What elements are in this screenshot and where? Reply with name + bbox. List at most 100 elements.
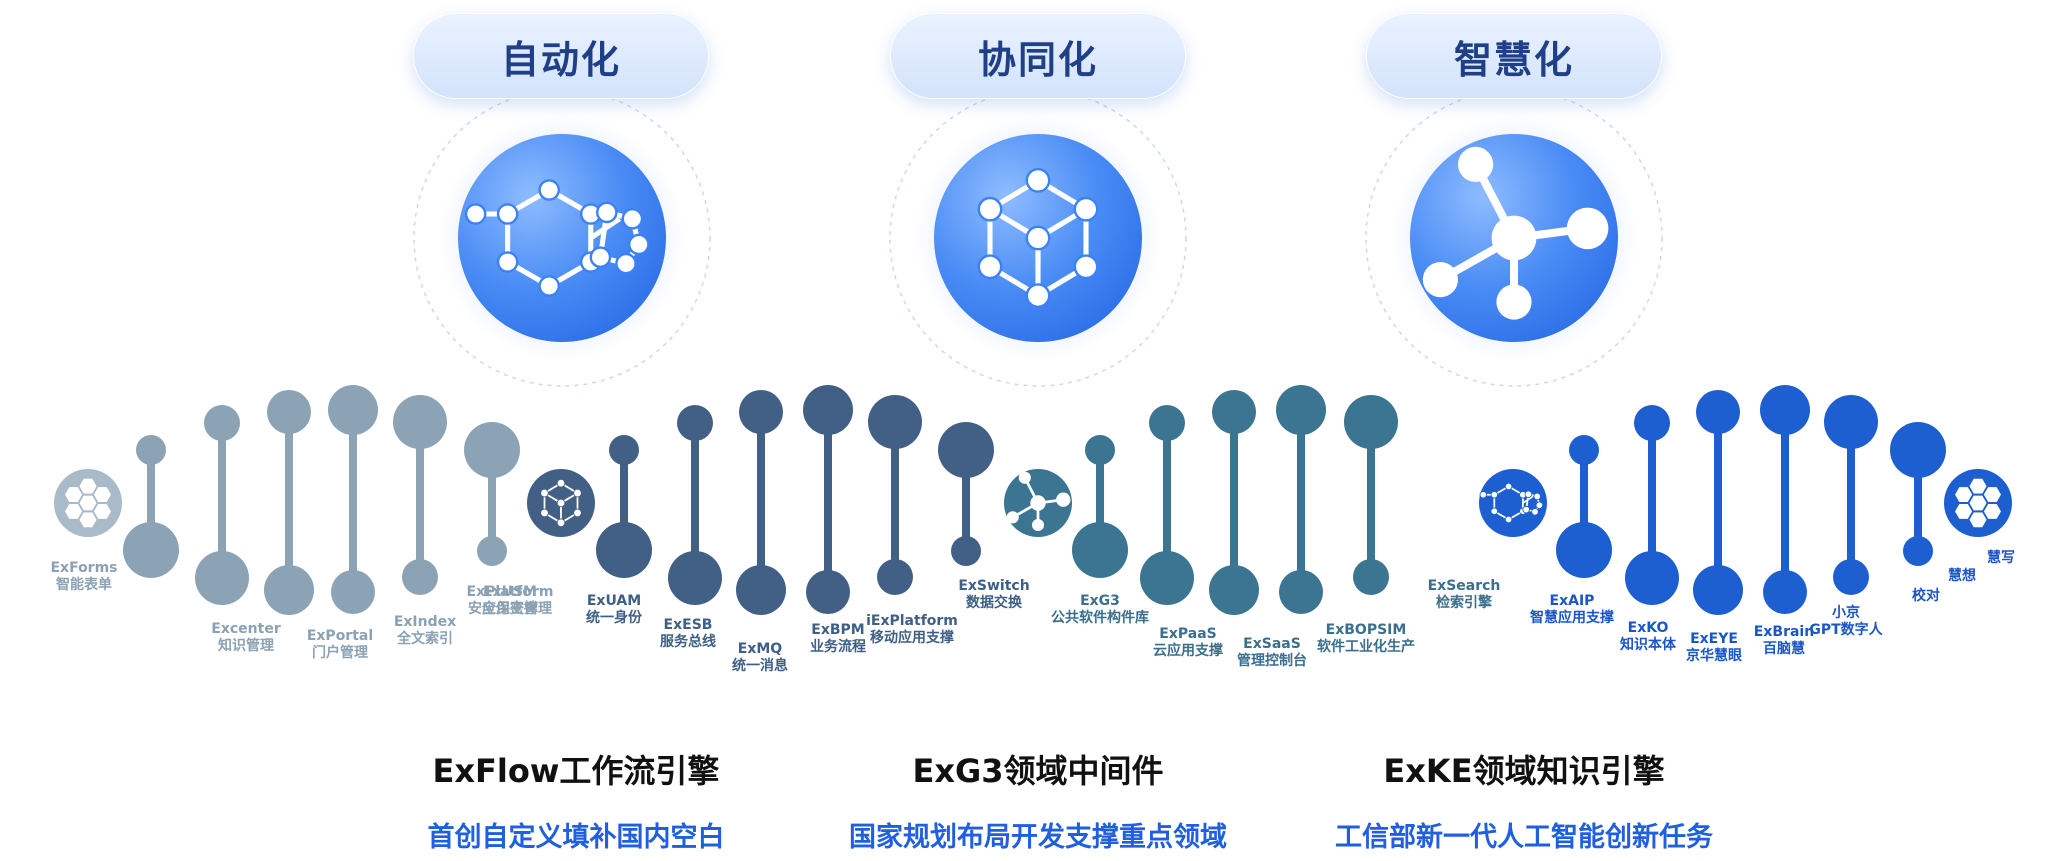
category-node: [889, 89, 1187, 720]
product-name: 京华慧眼: [1686, 648, 1742, 664]
product-bottom-dot: [477, 536, 507, 566]
product-bottom-dot: [1279, 570, 1323, 614]
product-name: 管理控制台: [1237, 653, 1307, 669]
product-bottom-dot: [1556, 522, 1612, 578]
product-top-dot: [609, 435, 639, 465]
product-top-dot: [136, 435, 166, 465]
product-top-dot: [1276, 385, 1326, 435]
engine-subtitle: 首创自定义填补国内空白: [427, 822, 725, 853]
hub-network-icon: [1006, 471, 1071, 532]
product-name: 应用支撑: [482, 601, 538, 617]
product-node: [1693, 390, 1743, 615]
hub-circle: [1479, 469, 1547, 537]
product-bottom-dot: [668, 551, 722, 605]
product-name: 业务流程: [810, 639, 866, 655]
product-bottom-dot: [1763, 570, 1807, 614]
product-top-dot: [1344, 395, 1398, 449]
product-code: ExEYE: [1690, 631, 1738, 647]
product-top-dot: [1569, 435, 1599, 465]
product-code: ExBOPSIM: [1325, 622, 1407, 638]
product-top-dot: [1824, 395, 1878, 449]
engine-name: ExG3领域中间件: [912, 752, 1164, 790]
category-pill-automation: 自动化: [413, 13, 709, 99]
product-top-dot: [868, 395, 922, 449]
product-code: ExPlatform: [466, 584, 554, 600]
orbit-ring: [413, 89, 711, 387]
product-code: 小京: [1832, 605, 1860, 621]
product-bottom-dot: [806, 570, 850, 614]
molecule-ring-icon: [464, 179, 650, 297]
product-code: ExForms: [50, 560, 118, 576]
product-top-dot: [803, 385, 853, 435]
engine-subtitle: 工信部新一代人工智能创新任务: [1335, 822, 1713, 853]
product-name: 全文索引: [396, 631, 453, 647]
product-label: 慧写: [1987, 550, 2015, 567]
product-bottom-dot: [1903, 536, 1933, 566]
product-name: 校对: [1912, 588, 1940, 604]
product-name: 统一消息: [732, 658, 788, 674]
product-node: [264, 390, 314, 615]
product-bottom-dot: [1072, 522, 1128, 578]
product-code: ExSwitch: [958, 578, 1030, 594]
group-hub: [527, 469, 595, 537]
orbit-ring: [1365, 89, 1663, 387]
product-code: ExG3: [1080, 593, 1120, 609]
product-node: [1209, 390, 1259, 615]
product-bottom-dot: [331, 570, 375, 614]
product-group: [1479, 385, 2012, 615]
product-label: 校对: [1912, 588, 1940, 605]
product-node: [938, 422, 994, 566]
category-node: [413, 89, 711, 720]
product-node: [464, 422, 520, 566]
product-name: 慧写: [1987, 550, 2015, 566]
product-node: [1760, 385, 1810, 614]
product-code: ExSaaS: [1243, 636, 1301, 652]
product-top-dot: [1634, 405, 1670, 441]
product-node: [328, 385, 378, 614]
product-bottom-dot: [951, 536, 981, 566]
product-top-dot: [1149, 405, 1185, 441]
product-node: [868, 395, 922, 595]
network-cube-icon: [977, 168, 1099, 308]
product-top-dot: [938, 422, 994, 478]
engine-name: ExFlow工作流引擎: [432, 752, 720, 790]
network-cube-icon: [540, 478, 582, 528]
product-bottom-dot: [877, 559, 913, 595]
product-code: ExKO: [1627, 620, 1669, 636]
product-code: ExMQ: [737, 641, 783, 657]
product-node: [1344, 395, 1398, 595]
category-circle: [458, 134, 666, 342]
product-bottom-dot: [1833, 559, 1869, 595]
product-bottom-dot: [1693, 565, 1743, 615]
product-name: 知识本体: [1620, 637, 1676, 653]
product-bottom-dot: [402, 559, 438, 595]
product-name: GPT数字人: [1809, 622, 1883, 638]
molecule-ring-icon: [1479, 482, 1544, 524]
category-title: 协同化: [977, 37, 1098, 82]
product-bottom-dot: [1209, 565, 1259, 615]
product-name: 门户管理: [311, 645, 368, 661]
start-node: [54, 469, 122, 537]
hub-network-icon: [1422, 146, 1609, 320]
product-bottom-dot: [195, 551, 249, 605]
product-node: [1276, 385, 1326, 614]
product-node: [596, 435, 652, 578]
category-pill-collaboration: 协同化: [890, 13, 1186, 99]
product-code: ExBrain: [1753, 624, 1815, 640]
orbit-ring: [889, 89, 1187, 387]
product-code: Excenter: [211, 621, 281, 637]
